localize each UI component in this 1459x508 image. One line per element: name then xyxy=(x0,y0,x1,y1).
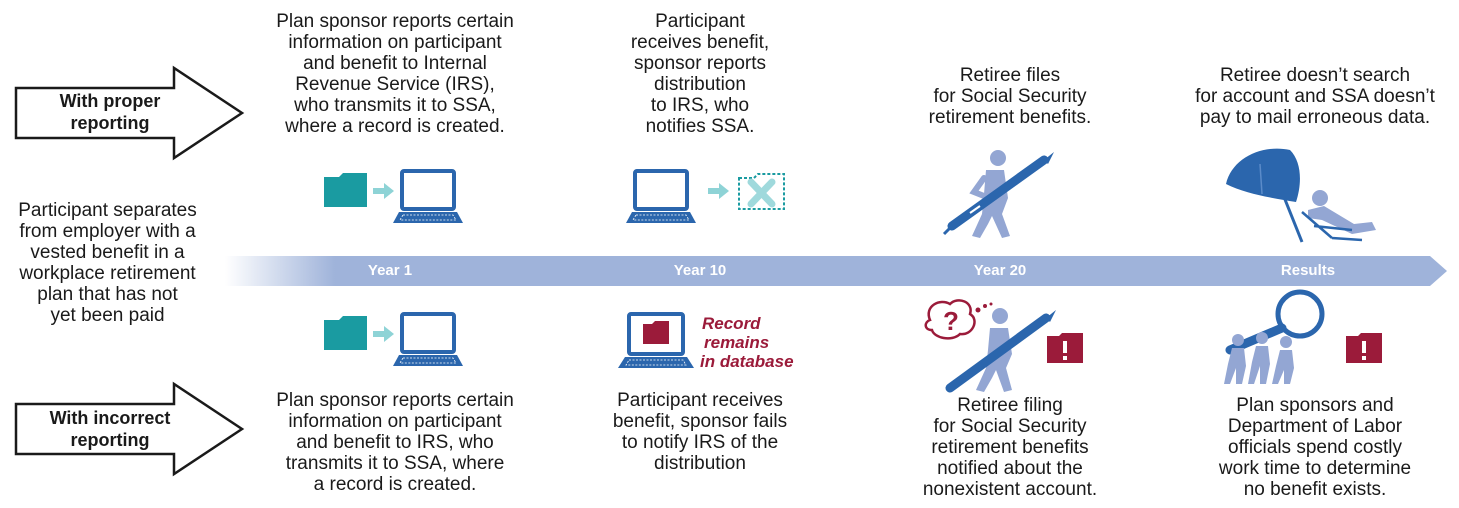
timeline-label-year-10: Year 10 xyxy=(673,262,727,279)
small-arrow-icon xyxy=(373,326,394,342)
record-remains-note: Record remains in database xyxy=(700,314,794,371)
laptop-icon xyxy=(393,312,463,366)
beach-umbrella-icon xyxy=(1226,148,1376,243)
search-team-icon xyxy=(1224,289,1325,384)
incorrect-arrow-shape xyxy=(14,381,245,477)
timeline-label-year-1: Year 1 xyxy=(367,262,413,279)
folder-icon xyxy=(324,173,367,207)
proper-arrow-shape xyxy=(14,65,245,161)
timeline-label-year-20: Year 20 xyxy=(973,262,1027,279)
confused-retiree-icon: ? xyxy=(924,299,1056,393)
laptop-icon xyxy=(393,169,463,223)
retiree-with-pen-icon xyxy=(942,150,1054,238)
deleted-folder-icon xyxy=(738,173,785,210)
timeline-arrow xyxy=(225,256,1447,286)
small-arrow-icon xyxy=(373,183,394,199)
small-arrow-icon xyxy=(708,183,729,199)
error-folder-icon xyxy=(1346,333,1382,363)
laptop-icon xyxy=(626,169,696,223)
timeline-label-results: Results xyxy=(1280,262,1336,279)
svg-text:?: ? xyxy=(943,306,959,336)
folder-icon xyxy=(324,316,367,350)
error-folder-icon xyxy=(1047,333,1083,363)
laptop-with-folder-icon xyxy=(618,312,694,368)
